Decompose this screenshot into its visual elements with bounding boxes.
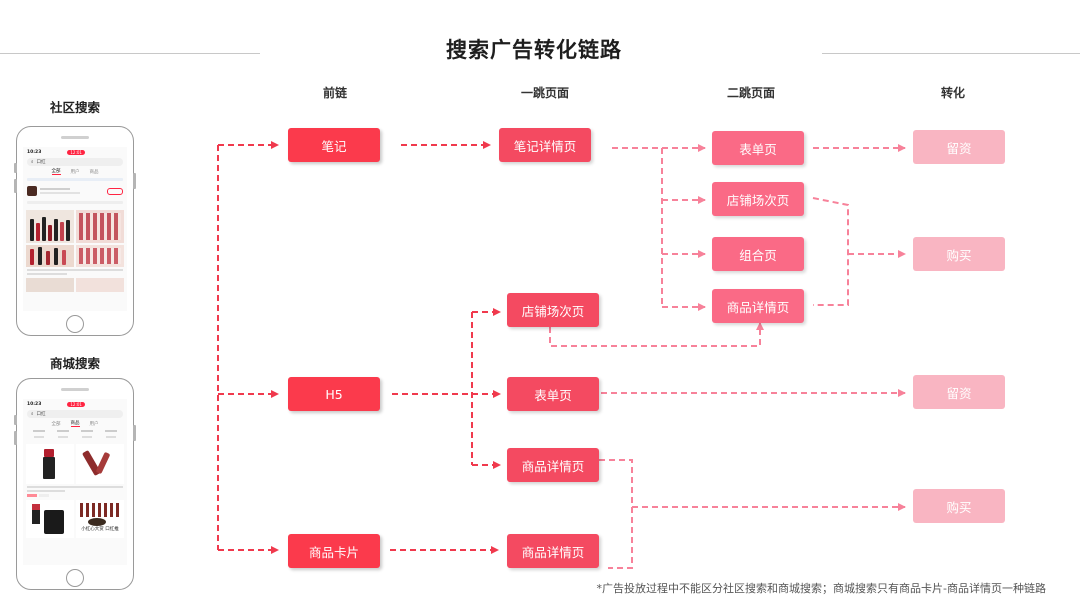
tab-goods[interactable]: 商品 bbox=[89, 169, 99, 175]
mall-search-label: 商城搜索 bbox=[49, 356, 100, 371]
node-j1-form: 表单页 bbox=[507, 377, 599, 411]
search-query: 口红 bbox=[36, 160, 46, 165]
speaker-grille bbox=[61, 388, 89, 391]
status-time: 10:23 bbox=[27, 149, 42, 155]
tab-all[interactable]: 全部 bbox=[51, 169, 61, 175]
product-card-caption: 小红心大赏 口红推 bbox=[81, 527, 119, 532]
home-button[interactable] bbox=[66, 569, 84, 587]
note-thumbnail-1[interactable] bbox=[26, 210, 74, 243]
node-j1-store: 店铺场次页 bbox=[507, 293, 599, 327]
community-search-label: 社区搜索 bbox=[49, 100, 100, 115]
node-pre-card: 商品卡片 bbox=[288, 534, 380, 568]
mall-search-screen: 10:23 12:01 ⌕ 口红 全部 商品 用户 bbox=[23, 399, 127, 565]
product-thumbnail-2[interactable] bbox=[76, 444, 124, 484]
status-badge: 12:01 bbox=[67, 401, 85, 407]
search-bar[interactable]: ⌕ 口红 bbox=[27, 410, 123, 418]
status-badge: 12:01 bbox=[67, 149, 85, 155]
title-rule-left bbox=[0, 53, 260, 54]
connector-j2-store-out bbox=[812, 197, 849, 306]
mall-search-phone: 10:23 12:01 ⌕ 口红 全部 商品 用户 bbox=[14, 378, 136, 590]
tab-goods[interactable]: 商品 bbox=[70, 421, 80, 427]
product-thumbnail-1[interactable] bbox=[26, 444, 74, 484]
footnote: *广告投放过程中不能区分社区搜索和商城搜索；商城搜索只有商品卡片-商品详情页一种… bbox=[596, 582, 1046, 595]
column-header-conversion: 转化 bbox=[940, 86, 965, 100]
speaker-grille bbox=[61, 136, 89, 139]
search-icon: ⌕ bbox=[31, 412, 34, 417]
node-j2-form: 表单页 bbox=[712, 131, 804, 165]
node-cv-leads-2: 留资 bbox=[913, 375, 1005, 409]
follow-button[interactable] bbox=[107, 187, 123, 195]
tab-users[interactable]: 用户 bbox=[70, 169, 80, 175]
community-search-phone: 10:23 12:01 ⌕ 口红 全部 用户 商品 bbox=[14, 126, 136, 336]
node-pre-h5: H5 bbox=[288, 377, 380, 411]
search-tabs: 全部 用户 商品 bbox=[23, 167, 127, 176]
brand-avatar bbox=[27, 186, 37, 196]
home-button[interactable] bbox=[66, 315, 84, 333]
column-header-jump1: 一跳页面 bbox=[520, 86, 569, 100]
node-j2-product: 商品详情页 bbox=[712, 289, 804, 323]
title-rule-right bbox=[822, 53, 1080, 54]
note-thumbnail-2[interactable] bbox=[76, 210, 124, 243]
node-j1-product-b: 商品详情页 bbox=[507, 534, 599, 568]
search-icon: ⌕ bbox=[31, 160, 34, 165]
search-query: 口红 bbox=[36, 412, 46, 417]
community-search-screen: 10:23 12:01 ⌕ 口红 全部 用户 商品 bbox=[23, 147, 127, 311]
status-time: 10:23 bbox=[27, 401, 42, 407]
node-j1-note-detail: 笔记详情页 bbox=[499, 128, 591, 162]
node-j2-combo: 组合页 bbox=[712, 237, 804, 271]
node-cv-buy-2: 购买 bbox=[913, 489, 1005, 523]
search-tabs: 全部 商品 用户 bbox=[23, 419, 127, 428]
tab-all[interactable]: 全部 bbox=[51, 421, 61, 427]
node-cv-buy-1: 购买 bbox=[913, 237, 1005, 271]
search-bar[interactable]: ⌕ 口红 bbox=[27, 158, 123, 166]
node-j1-product: 商品详情页 bbox=[507, 448, 599, 482]
column-header-jump2: 二跳页面 bbox=[726, 86, 775, 100]
node-pre-note: 笔记 bbox=[288, 128, 380, 162]
column-header-pre-link: 前链 bbox=[322, 86, 347, 100]
tab-users[interactable]: 用户 bbox=[89, 421, 99, 427]
connector-j1-product-out bbox=[599, 459, 633, 569]
page-title: 搜索广告转化链路 bbox=[446, 38, 622, 62]
node-cv-leads-1: 留资 bbox=[913, 130, 1005, 164]
node-j2-store: 店铺场次页 bbox=[712, 182, 804, 216]
